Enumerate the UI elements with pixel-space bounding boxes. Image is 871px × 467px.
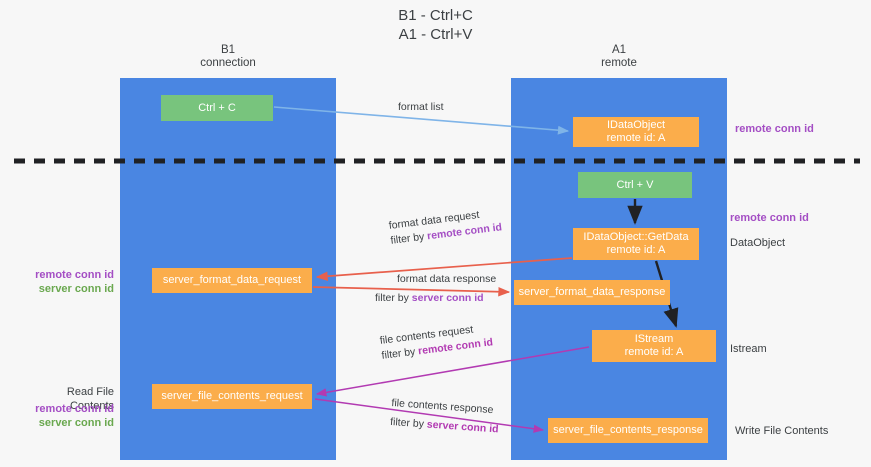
node-server-format-data-request-label: server_format_data_request: [162, 274, 302, 286]
node-server-format-data-response-label: server_format_data_response: [518, 286, 666, 298]
node-ctrl-c[interactable]: Ctrl + C: [161, 95, 273, 121]
diagram-title: B1 - Ctrl+C A1 - Ctrl+V: [398, 7, 473, 43]
annotation-left-conn-ids-1: remote conn id server conn id: [18, 268, 114, 296]
swimlane-a1-header: A1 remote: [601, 44, 637, 69]
annotation-dataobject-text: DataObject: [730, 237, 786, 249]
node-ctrl-c-label: Ctrl + C: [198, 101, 236, 114]
annotation-read-file-contents: Read File Contents: [28, 385, 114, 413]
node-server-file-contents-request[interactable]: server_file_contents_request: [152, 384, 312, 409]
annotation-remote-conn-id-top-text: remote conn id: [735, 123, 814, 135]
annotation-remote-conn-id-mid: remote conn id: [730, 211, 809, 225]
edge-label-file-contents-request: file contents request filter by remote c…: [379, 320, 494, 363]
annotation-left-server-conn-id-2: server conn id: [38, 417, 114, 429]
node-getdata-title: IDataObject::GetData: [583, 231, 689, 243]
node-server-format-data-response[interactable]: server_format_data_response: [514, 280, 670, 305]
annotation-istream-text: Istream: [730, 343, 767, 355]
annotation-dataobject: DataObject: [730, 236, 785, 250]
node-getdata-remote-id: remote id: A: [606, 244, 666, 256]
node-idataobject-getdata[interactable]: IDataObject::GetData remote id: A: [573, 228, 699, 260]
edge-label-file-contents-response-filter-key: server conn id: [426, 418, 499, 436]
node-server-file-contents-request-label: server_file_contents_request: [161, 390, 303, 402]
annotation-left-remote-conn-id-1: remote conn id: [35, 269, 114, 281]
node-idataobject[interactable]: IDataObject remote id: A: [573, 117, 699, 147]
edge-label-format-data-request-filter-prefix: filter by: [389, 230, 428, 247]
node-istream-remote-id: remote id: A: [624, 346, 684, 358]
annotation-istream: Istream: [730, 342, 767, 356]
node-ctrl-v-label: Ctrl + V: [616, 178, 654, 191]
edge-label-format-list-text: format list: [398, 101, 444, 113]
annotation-left-remote-conn-id-2: remote conn id: [35, 403, 114, 415]
node-server-format-data-request[interactable]: server_format_data_request: [152, 268, 312, 293]
edge-label-format-data-response-filter-prefix: filter by: [375, 292, 412, 304]
edge-label-format-data-response-text: format data response: [397, 273, 497, 285]
node-istream[interactable]: IStream remote id: A: [592, 330, 716, 362]
node-idataobject-title: IDataObject: [606, 119, 666, 131]
swimlane-b1-header: B1 connection: [200, 44, 256, 69]
annotation-read-file-contents-text: Read File Contents: [66, 386, 114, 412]
annotation-write-file-contents: Write File Contents: [735, 424, 828, 438]
node-server-file-contents-response[interactable]: server_file_contents_response: [548, 418, 708, 443]
edge-label-format-data-response-filter-key: server conn id: [411, 292, 484, 304]
edge-label-format-data-response: format data response filter by server co…: [375, 272, 496, 306]
edge-label-file-contents-request-filter-prefix: filter by: [380, 345, 419, 362]
edge-label-file-contents-response: file contents response filter by server …: [390, 396, 501, 437]
annotation-remote-conn-id-top: remote conn id: [735, 122, 814, 136]
edge-label-file-contents-response-filter-prefix: filter by: [389, 415, 428, 431]
node-idataobject-remote-id: remote id: A: [606, 132, 666, 144]
annotation-remote-conn-id-mid-text: remote conn id: [730, 212, 809, 224]
node-server-file-contents-response-label: server_file_contents_response: [553, 424, 703, 436]
annotation-write-file-contents-text: Write File Contents: [735, 425, 829, 437]
node-ctrl-v[interactable]: Ctrl + V: [578, 172, 692, 198]
node-istream-title: IStream: [634, 333, 674, 345]
edge-label-format-data-request: format data request filter by remote con…: [388, 205, 503, 248]
annotation-left-conn-ids-2: remote conn id server conn id: [18, 402, 114, 430]
edge-label-format-list: format list: [398, 100, 444, 115]
annotation-left-server-conn-id-1: server conn id: [38, 283, 114, 295]
